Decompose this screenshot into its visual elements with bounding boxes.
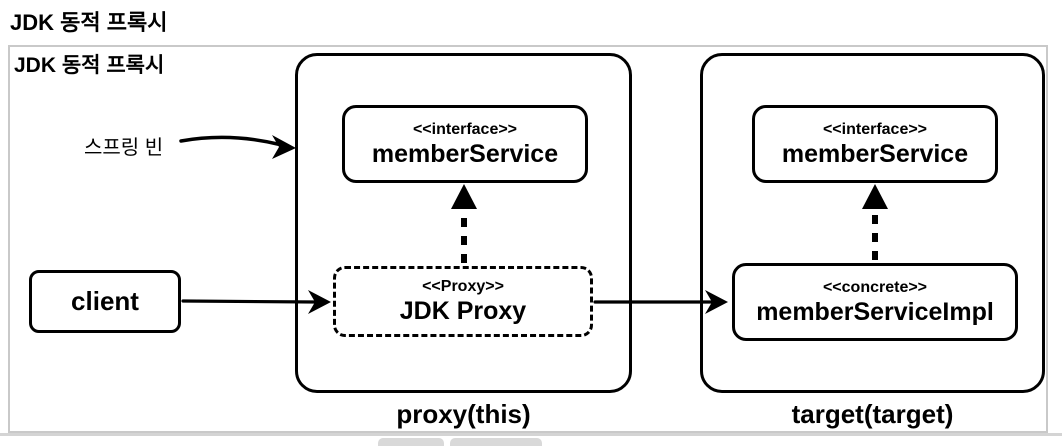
target-container	[700, 53, 1045, 393]
node-name: JDK Proxy	[399, 297, 527, 326]
proxy-container-caption: proxy(this)	[396, 399, 531, 429]
cutoff-button-right[interactable]	[450, 438, 542, 446]
frame-label: JDK 동적 프록시	[14, 54, 165, 77]
node-name: memberServiceImpl	[756, 297, 994, 326]
member-service-interface-node-target-side: <<interface>> memberService	[752, 105, 998, 183]
page-title: JDK 동적 프록시	[10, 10, 168, 35]
member-service-interface-node-proxy-side: <<interface>> memberService	[342, 105, 588, 183]
member-service-impl-node: <<concrete>> memberServiceImpl	[732, 263, 1018, 341]
client-node: client	[29, 270, 181, 333]
spring-bean-label: 스프링 빈	[84, 137, 164, 159]
stereotype-label: <<Proxy>>	[422, 278, 504, 296]
jdk-proxy-node: <<Proxy>> JDK Proxy	[333, 266, 593, 337]
bottom-divider	[0, 433, 1062, 436]
target-container-caption: target(target)	[791, 399, 954, 429]
node-name: memberService	[781, 139, 969, 168]
cutoff-button-left[interactable]	[378, 438, 444, 446]
node-name: memberService	[371, 139, 559, 168]
stereotype-label: <<interface>>	[412, 120, 518, 138]
stereotype-label: <<interface>>	[822, 120, 928, 138]
proxy-container	[295, 53, 632, 393]
client-label: client	[71, 286, 139, 316]
stereotype-label: <<concrete>>	[822, 278, 928, 296]
